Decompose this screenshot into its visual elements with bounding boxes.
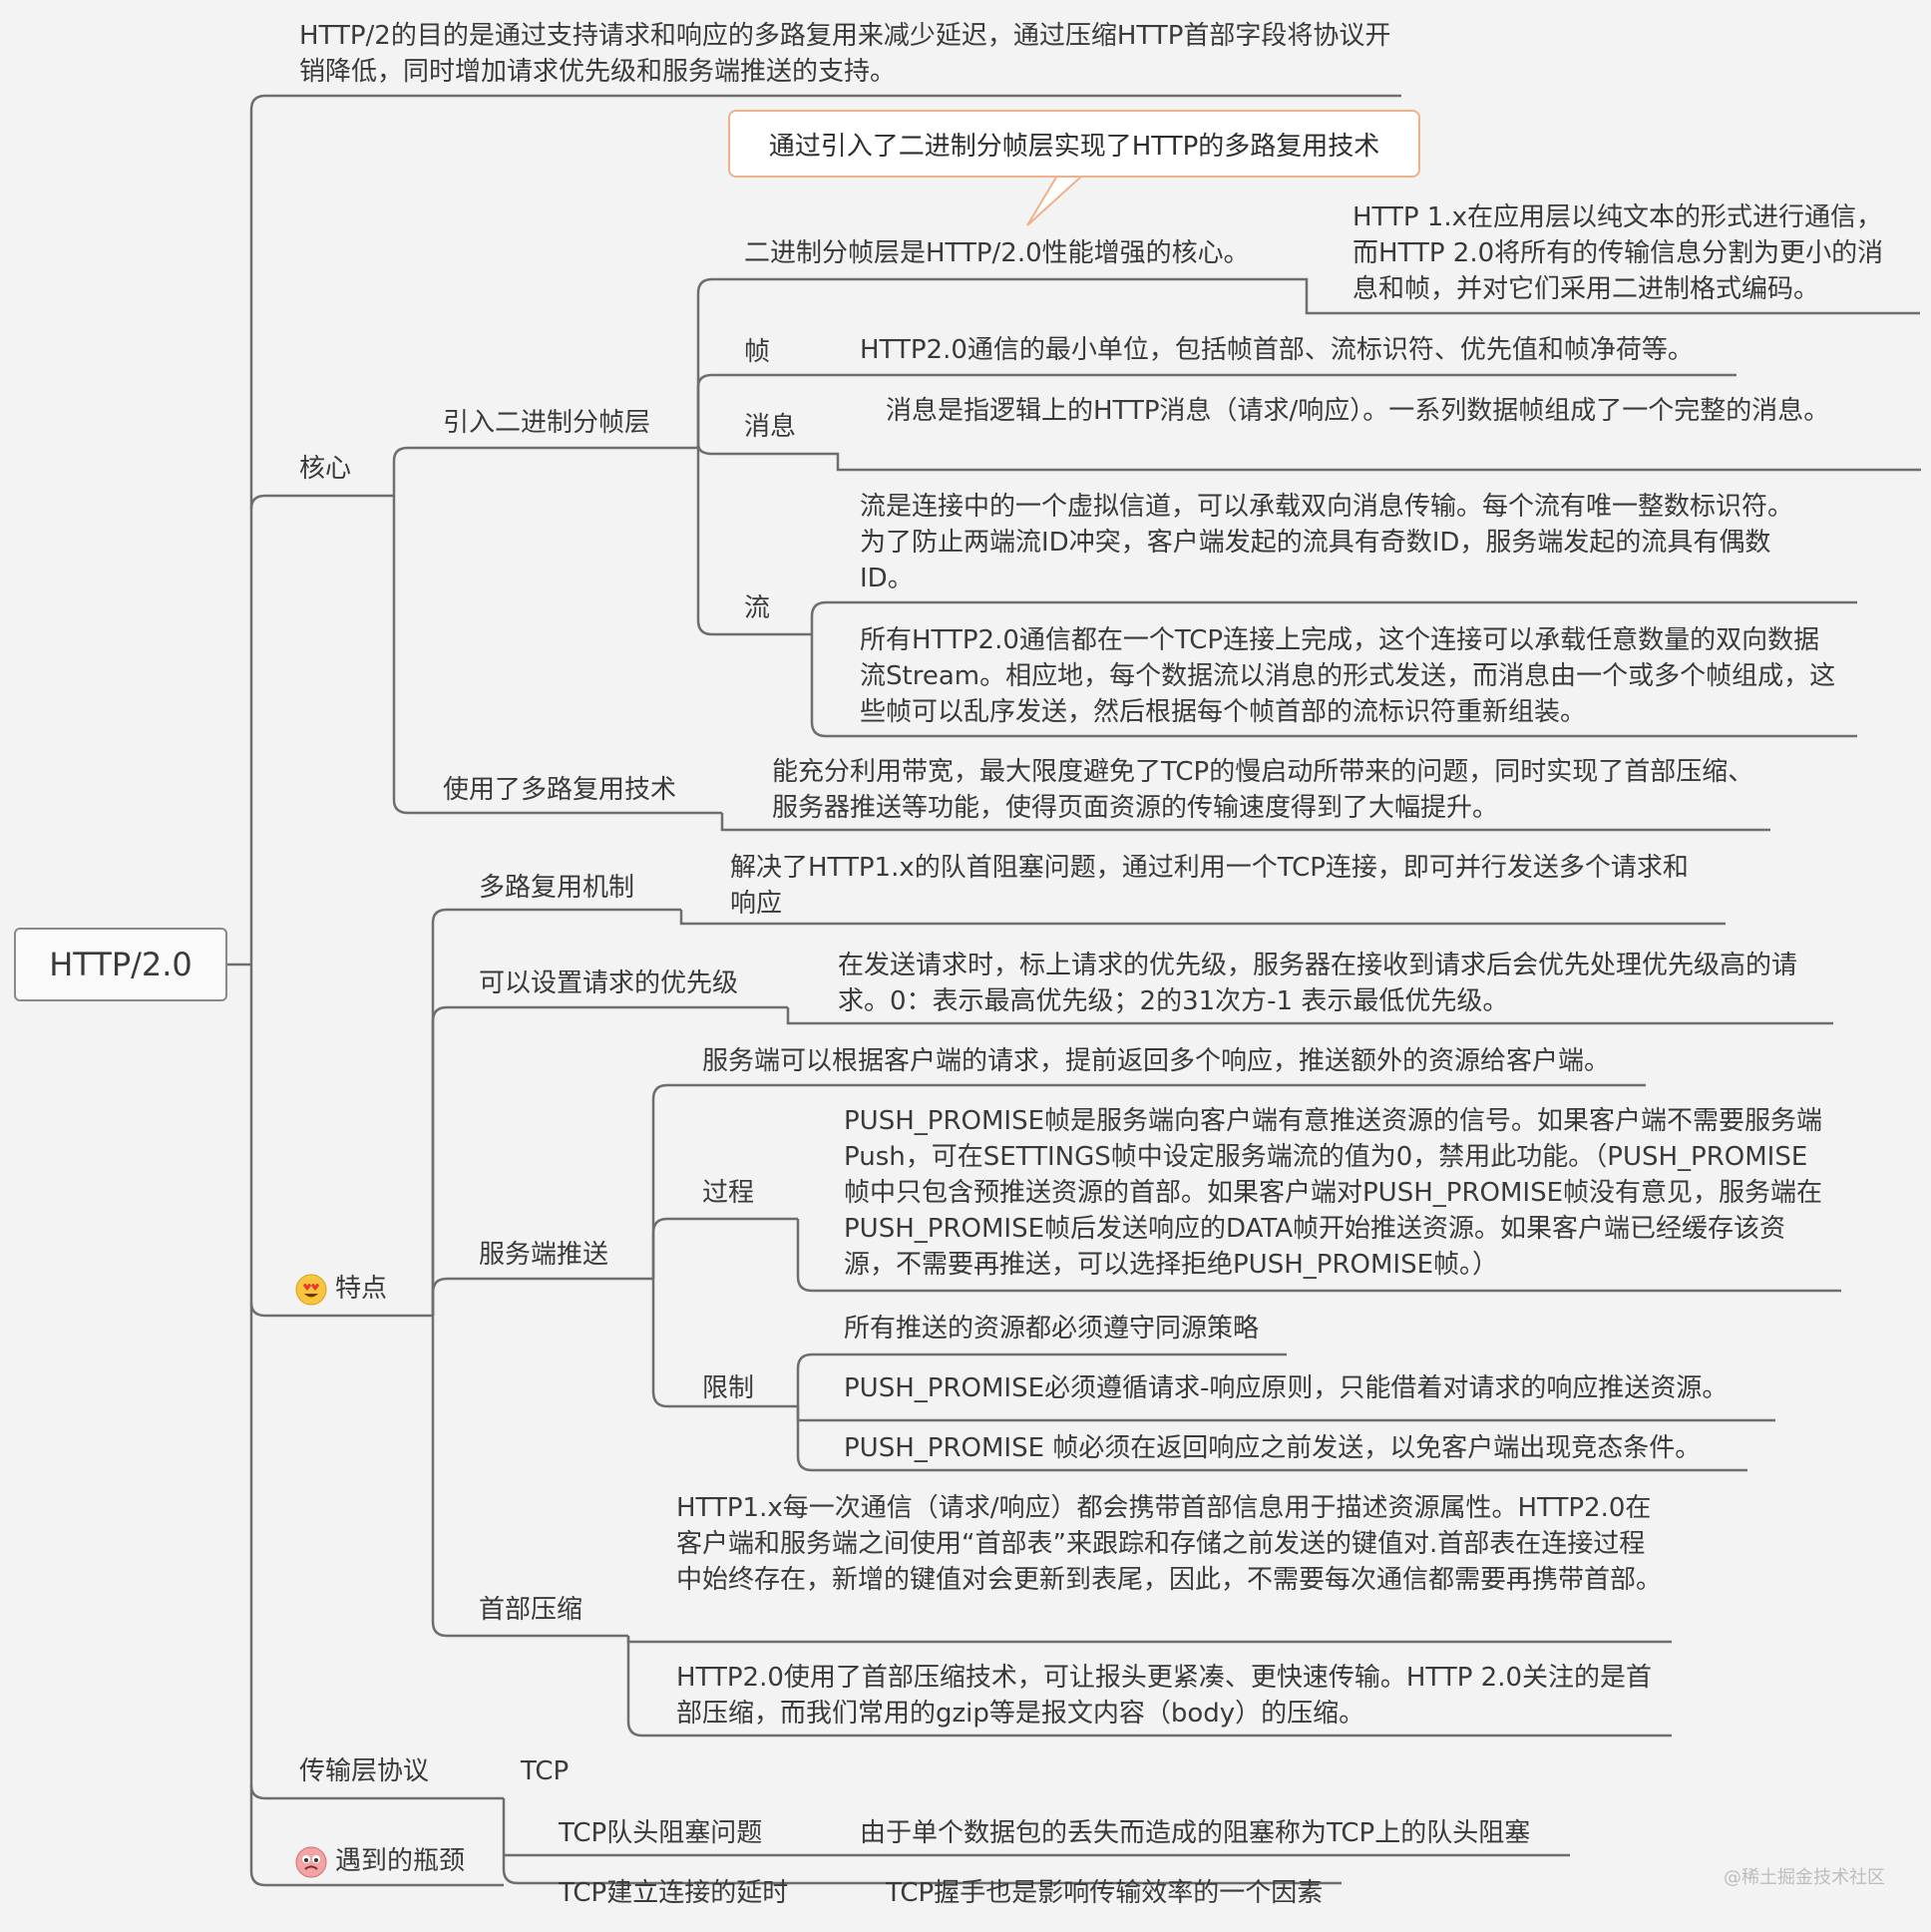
multiplex-mechanism-desc: 解决了HTTP1.x的队首阻塞问题，通过利用一个TCP连接，即可并行发送多个请求… bbox=[730, 853, 1689, 919]
priority-node[interactable]: 可以设置请求的优先级 bbox=[479, 968, 739, 998]
frame-node[interactable]: 帧 bbox=[744, 337, 771, 367]
heart-eyes-emoji-icon bbox=[295, 1274, 327, 1305]
hol-blocking-desc: 由于单个数据包的丢失而造成的阻塞称为TCP上的队头阻塞 bbox=[860, 1818, 1531, 1848]
push-limit-1: 所有推送的资源都必须遵守同源策略 bbox=[844, 1314, 1260, 1344]
server-push-desc: 服务端可以根据客户端的请求，提前返回多个响应，推送额外的资源给客户端。 bbox=[702, 1046, 1611, 1076]
transport-value: TCP bbox=[521, 1756, 570, 1786]
intro-text: HTTP/2的目的是通过支持请求和响应的多路复用来减少延迟，通过压缩HTTP首部… bbox=[299, 21, 1391, 87]
push-process-desc: PUSH_PROMISE帧是服务端向客户端有意推送资源的信号。如果客户端不需要服… bbox=[844, 1106, 1823, 1280]
binary-framing-callout: 通过引入了二进制分帧层实现了HTTP的多路复用技术 bbox=[728, 110, 1420, 178]
features-label: 特点 bbox=[335, 1274, 388, 1304]
multiplex-mechanism-node[interactable]: 多路复用机制 bbox=[479, 873, 635, 903]
features-node[interactable]: 特点 bbox=[295, 1271, 387, 1307]
message-node[interactable]: 消息 bbox=[744, 412, 797, 442]
connection-latency-node[interactable]: TCP建立连接的延时 bbox=[559, 1878, 789, 1908]
hol-blocking-node[interactable]: TCP队头阻塞问题 bbox=[559, 1818, 763, 1848]
multiplex-tech-desc: 能充分利用带宽，最大限度避免了TCP的慢启动所带来的问题，同时实现了首部压缩、服… bbox=[772, 757, 1754, 823]
worried-face-emoji-icon bbox=[295, 1846, 327, 1877]
watermark: @稀土掘金技术社区 bbox=[1724, 1867, 1885, 1888]
bottleneck-node[interactable]: 遇到的瓶颈 bbox=[295, 1843, 465, 1879]
binary-framing-summary: 二进制分帧层是HTTP/2.0性能增强的核心。 bbox=[744, 238, 1250, 268]
stream-node[interactable]: 流 bbox=[744, 593, 771, 623]
header-compress-desc-2: HTTP2.0使用了首部压缩技术，可让报头更紧凑、更快速传输。HTTP 2.0关… bbox=[676, 1663, 1653, 1729]
header-compress-desc-1: HTTP1.x每一次通信（请求/响应）都会携带首部信息用于描述资源属性。HTTP… bbox=[676, 1493, 1663, 1595]
header-compress-node[interactable]: 首部压缩 bbox=[479, 1595, 583, 1625]
multiplex-tech-node[interactable]: 使用了多路复用技术 bbox=[443, 775, 677, 805]
frame-desc: HTTP2.0通信的最小单位，包括帧首部、流标识符、优先值和帧净荷等。 bbox=[860, 335, 1694, 365]
push-process-node[interactable]: 过程 bbox=[702, 1178, 755, 1208]
priority-desc: 在发送请求时，标上请求的优先级，服务器在接收到请求后会优先处理优先级高的请求。0… bbox=[838, 951, 1798, 1016]
server-push-node[interactable]: 服务端推送 bbox=[479, 1240, 609, 1270]
stream-desc-1: 流是连接中的一个虚拟信道，可以承载双向消息传输。每个流有唯一整数标识符。为了防止… bbox=[860, 492, 1794, 593]
root-node[interactable]: HTTP/2.0 bbox=[14, 928, 227, 1001]
push-limit-2: PUSH_PROMISE必须遵循请求-响应原则，只能借着对请求的响应推送资源。 bbox=[844, 1373, 1729, 1403]
connection-latency-desc: TCP握手也是影响传输效率的一个因素 bbox=[886, 1878, 1324, 1908]
bottleneck-label: 遇到的瓶颈 bbox=[335, 1846, 466, 1876]
push-limit-3: PUSH_PROMISE 帧必须在返回响应之前发送，以免客户端出现竞态条件。 bbox=[844, 1433, 1702, 1463]
binary-framing-detail: HTTP 1.x在应用层以纯文本的形式进行通信，而HTTP 2.0将所有的传输信… bbox=[1352, 202, 1884, 304]
transport-node[interactable]: 传输层协议 bbox=[299, 1756, 430, 1786]
core-node[interactable]: 核心 bbox=[299, 454, 352, 484]
message-desc: 消息是指逻辑上的HTTP消息（请求/响应）。一系列数据帧组成了一个完整的消息。 bbox=[886, 396, 1830, 426]
push-limit-node[interactable]: 限制 bbox=[702, 1373, 755, 1403]
binary-framing-node[interactable]: 引入二进制分帧层 bbox=[443, 408, 651, 438]
stream-desc-2: 所有HTTP2.0通信都在一个TCP连接上完成，这个连接可以承载任意数量的双向数… bbox=[860, 625, 1836, 727]
